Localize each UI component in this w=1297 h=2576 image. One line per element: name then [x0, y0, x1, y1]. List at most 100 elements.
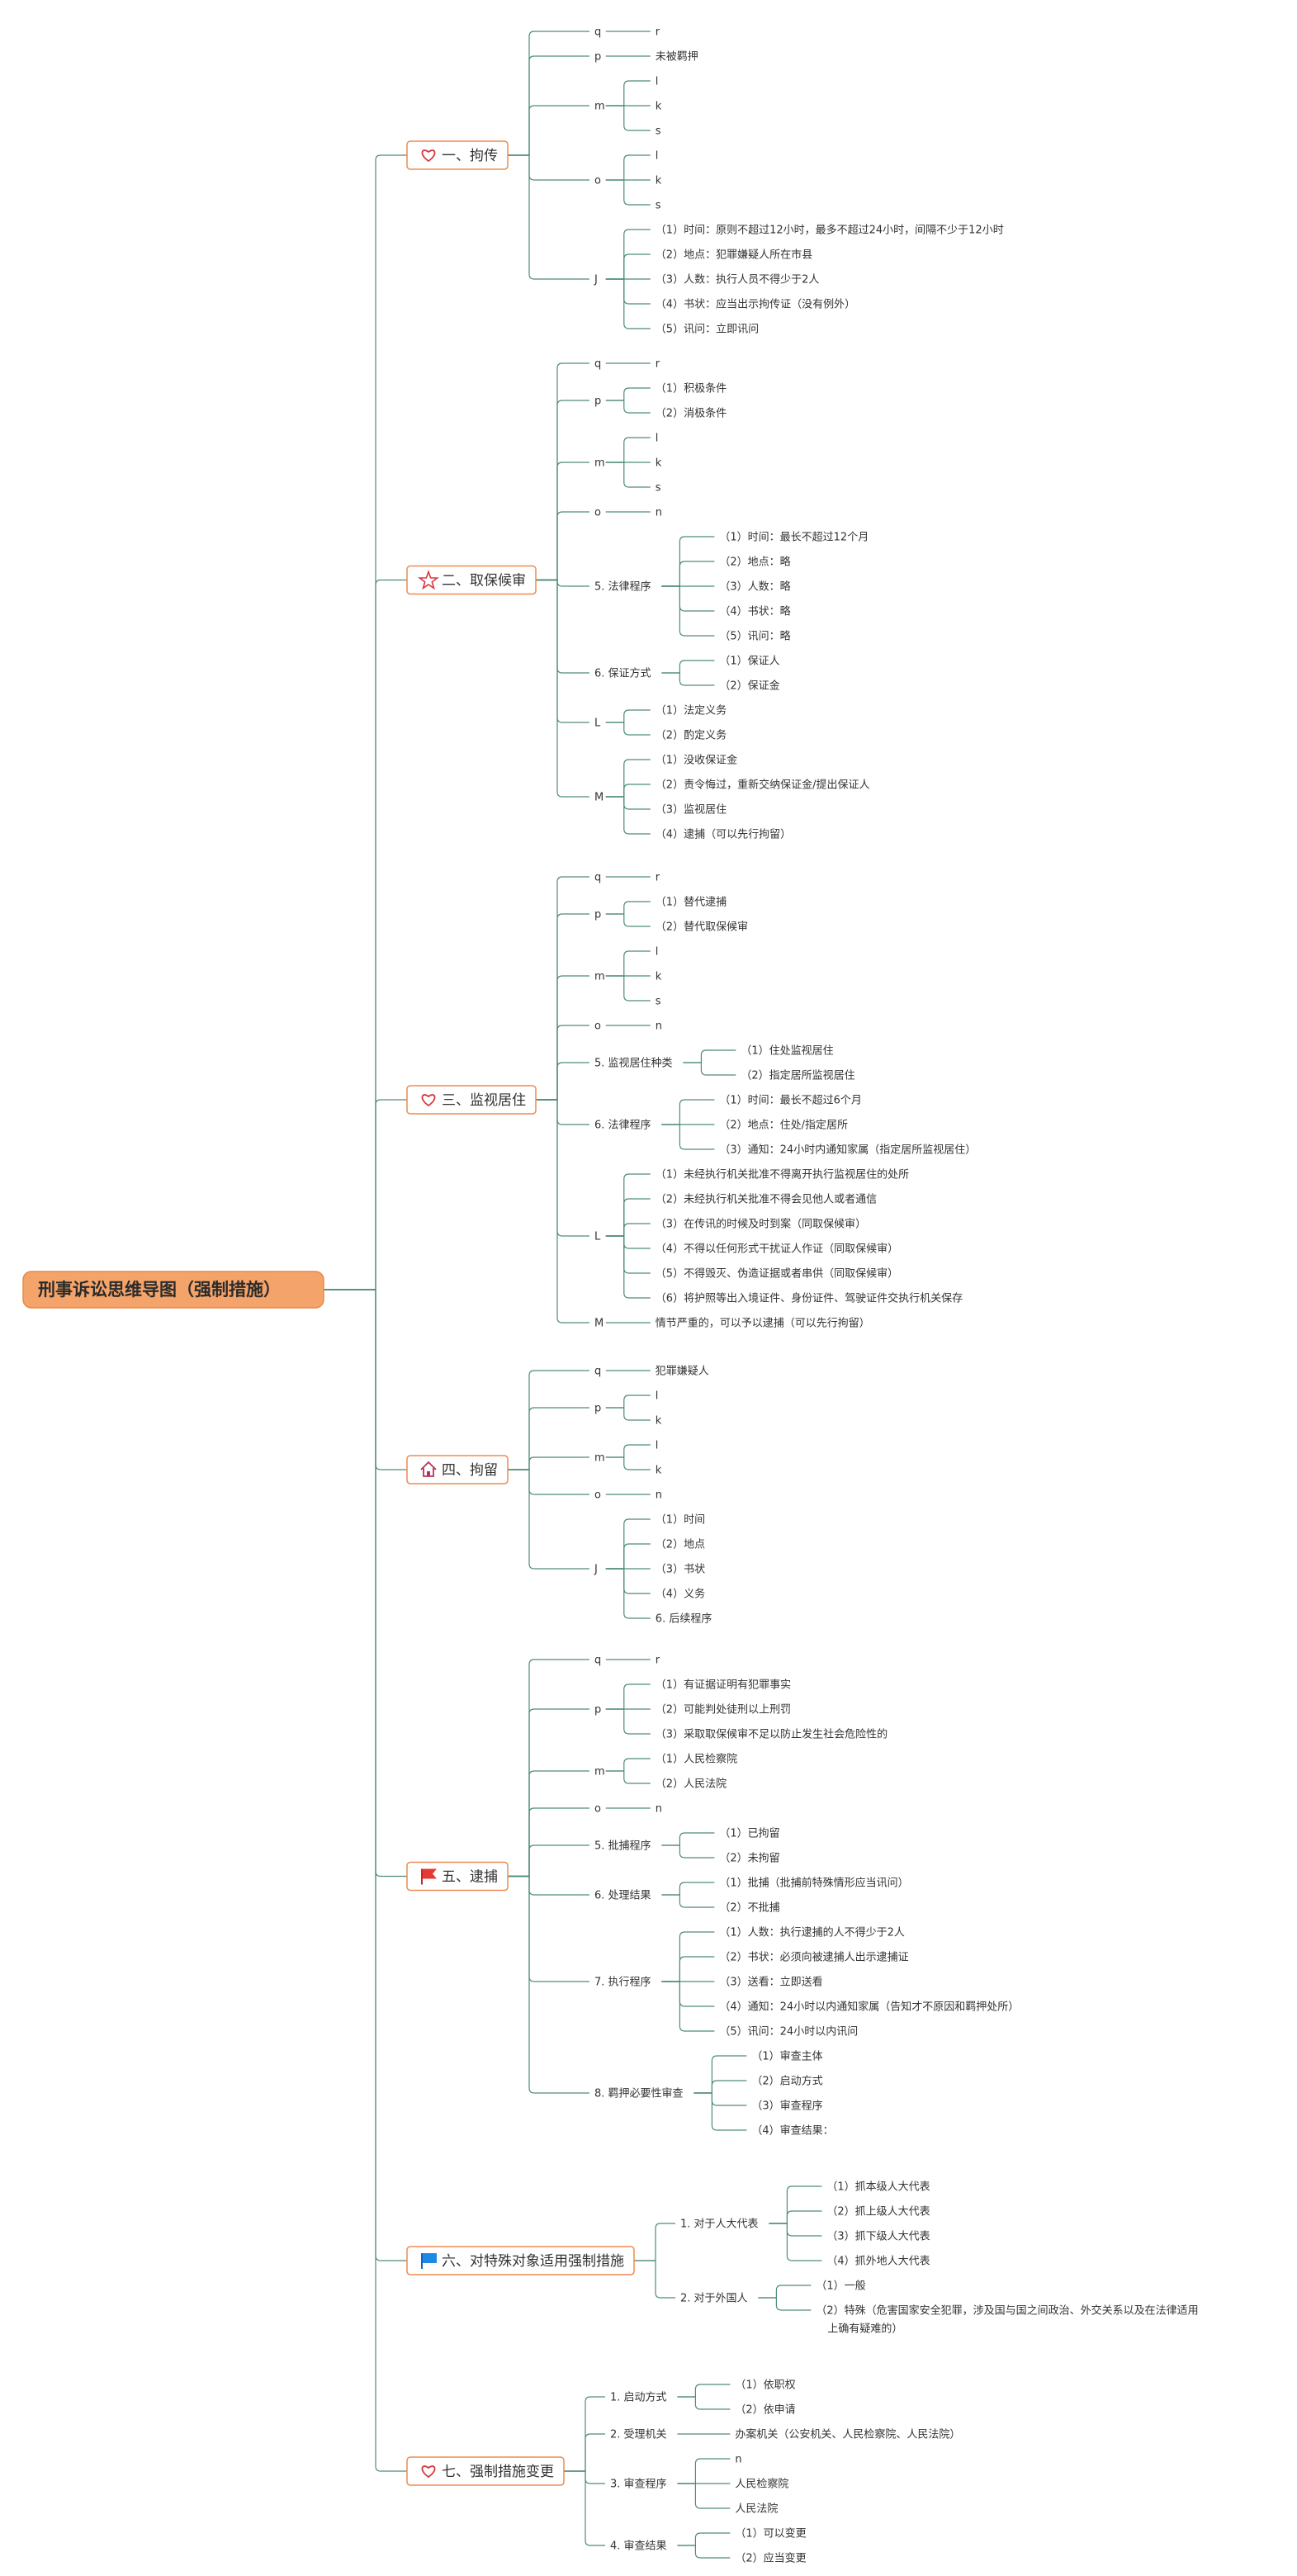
leaf-label: r — [656, 1655, 660, 1667]
branch-label: 5. 监视居住种类 — [594, 1058, 673, 1070]
branch-connector — [536, 579, 589, 674]
leaf-label: （1）有证据证明有犯罪事实 — [656, 1679, 791, 1692]
heart-icon — [421, 1094, 436, 1107]
leaf-label: （4）书状：略 — [719, 605, 790, 618]
leaf-label: l — [656, 433, 659, 445]
branch-label: 5. 法律程序 — [594, 581, 651, 594]
leaf-label: （1）时间：最长不超过12个月 — [719, 532, 869, 544]
branch-label: q — [594, 1655, 601, 1667]
branch-connector — [508, 1770, 589, 1878]
leaf-label: （3）书状 — [656, 1564, 705, 1576]
leaf-label: （2）启动方式 — [751, 2075, 822, 2088]
leaf-label: （2）酌定义务 — [656, 729, 727, 742]
leaf-connector — [661, 1124, 715, 1150]
root-connector — [324, 1289, 407, 2472]
leaf-label-continued: 上确有疑难的） — [827, 2323, 902, 2336]
branch-connector — [508, 1469, 589, 1495]
leaf-label: 犯罪嫌疑人 — [656, 1365, 709, 1378]
leaf-label: （2）地点：住处/指定居所 — [719, 1120, 848, 1132]
leaf-connector — [758, 2297, 812, 2311]
section-node — [406, 2246, 635, 2275]
leaf-connector — [605, 1683, 651, 1710]
leaf-label: 人民检察院 — [735, 2479, 788, 2491]
branch-label: q — [594, 26, 601, 39]
leaf-connector — [605, 80, 651, 107]
leaf-connector — [661, 1894, 715, 1908]
leaf-label: l — [656, 1390, 659, 1403]
branch-label: m — [594, 1766, 605, 1778]
leaf-label: s — [656, 125, 661, 138]
leaf-label: l — [656, 150, 659, 163]
leaf-connector — [605, 1395, 651, 1409]
branch-label: 2. 受理机关 — [610, 2429, 667, 2441]
leaf-connector — [605, 1444, 651, 1458]
leaf-label: （2）保证金 — [719, 680, 779, 693]
leaf-label: r — [656, 358, 660, 371]
root-node — [22, 1271, 324, 1309]
leaf-label: （1）人民检察院 — [656, 1754, 737, 1766]
leaf-connector — [605, 1407, 651, 1421]
leaf-connector — [661, 1956, 715, 1982]
branch-label: M — [594, 1318, 604, 1330]
leaf-connector — [661, 1981, 715, 2032]
leaf-label: k — [656, 971, 662, 983]
leaf-label: （2）消极条件 — [656, 407, 727, 420]
section-label: 五、逮捕 — [442, 1869, 498, 1886]
leaf-label: （3）人数：执行人员不得少于2人 — [656, 273, 820, 286]
leaf-connector — [605, 950, 651, 977]
branch-connector — [508, 154, 589, 280]
branch-connector — [536, 1062, 589, 1101]
leaf-connector — [605, 229, 651, 280]
leaf-connector — [605, 1198, 651, 1237]
branch-connector — [508, 154, 589, 181]
branch-connector — [536, 400, 589, 581]
leaf-label: n — [656, 1803, 662, 1816]
leaf-label: n — [656, 1489, 662, 1502]
leaf-connector — [605, 975, 651, 1002]
leaf-label: （5）不得毁灭、伪造证据或者串供（同取保候审） — [656, 1267, 898, 1281]
leaf-connector — [683, 1049, 736, 1063]
leaf-label: （1）批捕（批捕前特殊情形应当讯问） — [719, 1877, 908, 1890]
leaf-label: （5）讯问：24小时以内讯问 — [719, 2025, 858, 2039]
leaf-label: （2）应当变更 — [735, 2552, 806, 2565]
branch-label: m — [594, 457, 605, 470]
leaf-label: （3）审查程序 — [751, 2100, 822, 2113]
leaf-label: （1）住处监视居住 — [741, 1045, 833, 1058]
leaf-label: （2）抓上级人大代表 — [826, 2206, 930, 2218]
branch-connector — [508, 55, 589, 156]
leaf-connector — [661, 536, 715, 587]
branch-label: J — [594, 274, 598, 286]
leaf-label: （4）义务 — [656, 1588, 705, 1601]
section-node — [406, 140, 509, 170]
branch-connector — [536, 579, 589, 723]
leaf-connector — [661, 660, 715, 674]
section-label: 四、拘留 — [442, 1462, 498, 1479]
section-label: 一、拘传 — [442, 148, 498, 164]
leaf-connector — [605, 1568, 651, 1619]
branch-connector — [536, 1025, 589, 1101]
root-title: 刑事诉讼思维导图（强制措施） — [38, 1280, 281, 1300]
leaf-label: k — [656, 1465, 662, 1477]
branch-connector — [634, 2260, 675, 2299]
leaf-label: （1）保证人 — [719, 656, 779, 668]
home-icon — [420, 1461, 437, 1477]
leaf-connector — [661, 672, 715, 686]
leaf-label: （1）依职权 — [735, 2379, 795, 2392]
leaf-label: r — [656, 26, 660, 39]
branch-label: o — [594, 1489, 601, 1502]
leaf-label: （3）采取取保候审不足以防止发生社会危险性的 — [656, 1728, 888, 1741]
branch-connector — [536, 913, 589, 1101]
root-connector — [324, 1289, 407, 1470]
branch-label: 6. 保证方式 — [594, 667, 651, 680]
section-label: 二、取保候审 — [442, 573, 526, 590]
leaf-label: （1）时间：最长不超过6个月 — [719, 1095, 862, 1107]
leaf-label: （2）地点：犯罪嫌疑人所在市县 — [656, 249, 812, 262]
leaf-label: （4）逮捕（可以先行拘留） — [656, 828, 791, 841]
leaf-connector — [605, 1223, 651, 1237]
section-label: 三、监视居住 — [442, 1092, 526, 1109]
leaf-label: （3）人数：略 — [719, 580, 790, 594]
leaf-connector — [661, 1882, 715, 1896]
leaf-connector — [605, 1758, 651, 1772]
leaf-label: （2）未拘留 — [719, 1853, 779, 1865]
branch-connector — [564, 2470, 605, 2484]
